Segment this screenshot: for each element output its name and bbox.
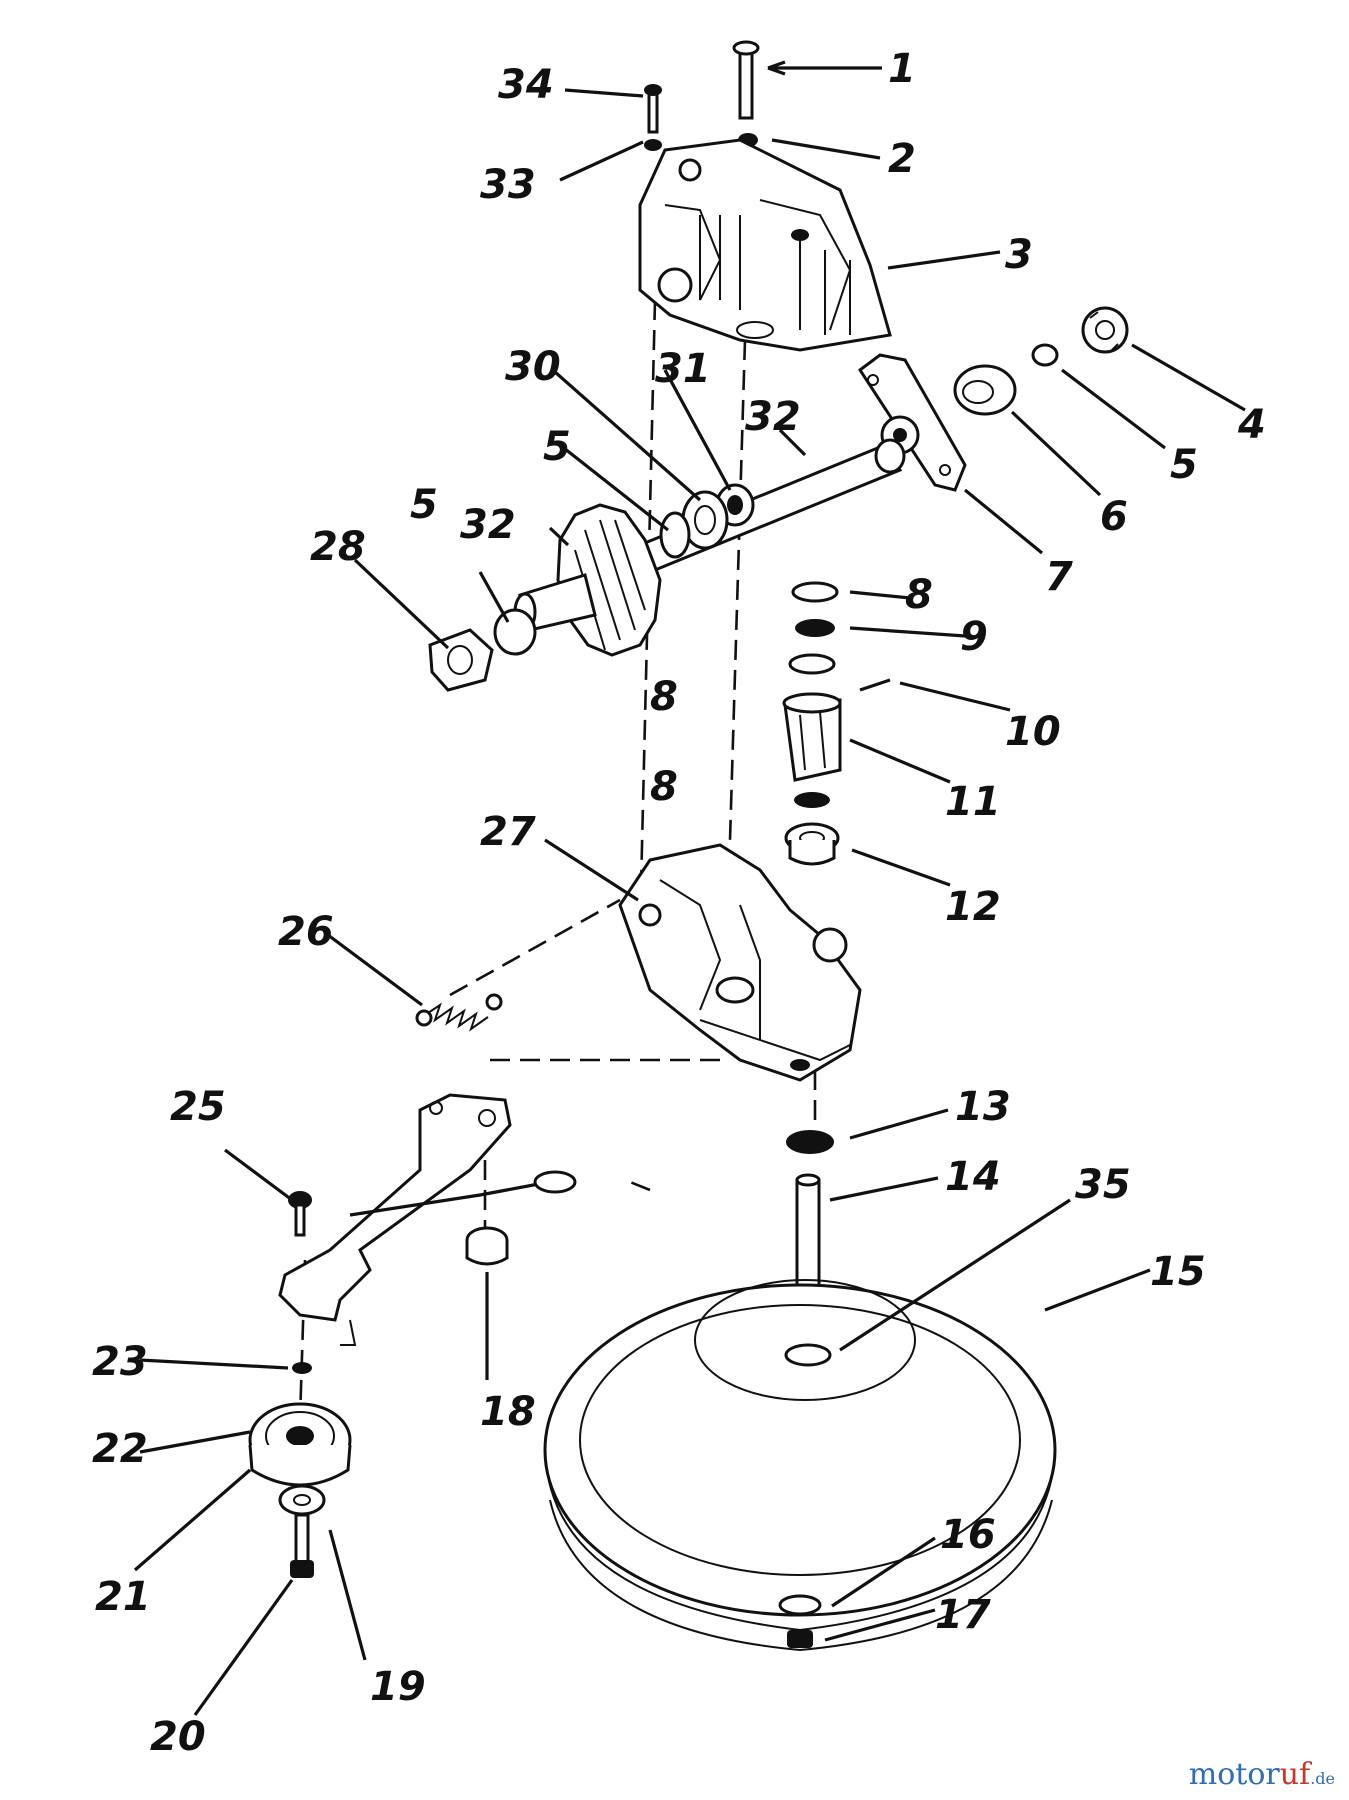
callout-30: 30: [505, 344, 561, 390]
callout-3: 3: [1005, 232, 1033, 278]
part-11-sleeve: [782, 692, 842, 782]
callout-23: 23: [92, 1339, 148, 1385]
leader-lines: [133, 60, 1246, 1716]
callout-8-middle: 8: [650, 674, 678, 720]
part-20-bolt: [290, 1513, 314, 1578]
callout-4: 4: [1237, 402, 1266, 448]
part-16-washer: [778, 1594, 822, 1616]
part-26-spring: [415, 993, 503, 1032]
callout-16: 16: [940, 1512, 996, 1558]
callout-35: 35: [1075, 1162, 1131, 1208]
part-5-washer-right: [1031, 343, 1059, 367]
callout-12: 12: [945, 884, 1001, 930]
part-9-spacer: [795, 619, 835, 637]
part-19-washer: [278, 1484, 326, 1516]
callout-5-left: 5: [410, 482, 438, 528]
callout-34: 34: [498, 62, 554, 108]
callout-5-mid: 5: [543, 424, 571, 470]
callout-26: 26: [278, 909, 334, 955]
part-7-mounting-plate: [857, 353, 967, 492]
watermark-tld: .de: [1310, 1769, 1335, 1788]
part-17-nut: [787, 1630, 813, 1648]
callout-10: 10: [1005, 709, 1061, 755]
part-18-spacer: [465, 1226, 509, 1266]
callout-11: 11: [945, 779, 1001, 825]
part-8-washer-top: [791, 581, 839, 603]
part-32-gear-wheel: [513, 503, 662, 657]
part-5-washer-left: [493, 608, 537, 656]
part-24-idler-arm: [278, 1093, 577, 1346]
callout-labels: 1 2 3 4 5 6 7 8 9 10 11 12 8 8 13 14 35 …: [92, 46, 1266, 1760]
callout-21: 21: [95, 1574, 151, 1620]
part-23-washer: [292, 1362, 312, 1374]
part-33-washer: [644, 139, 662, 151]
callout-8-top: 8: [905, 572, 933, 618]
part-34-screw: [644, 84, 662, 134]
callout-33: 33: [480, 162, 536, 208]
watermark-logo: motoruf.de: [1189, 1757, 1335, 1792]
callout-7: 7: [1045, 554, 1073, 600]
callout-5-right: 5: [1170, 442, 1198, 488]
part-1-bolt: [732, 40, 760, 120]
callout-6: 6: [1100, 494, 1128, 540]
callout-15: 15: [1150, 1249, 1206, 1295]
part-5-washer-mid: [659, 511, 691, 559]
callout-20: 20: [150, 1714, 206, 1760]
part-3-housing-cover: [638, 138, 892, 352]
callout-28: 28: [310, 524, 366, 570]
callout-14: 14: [945, 1154, 1001, 1200]
callout-22: 22: [92, 1426, 148, 1472]
callout-13: 13: [955, 1084, 1011, 1130]
part-27-gear-housing: [618, 843, 862, 1082]
callout-2: 2: [888, 136, 916, 182]
callout-19: 19: [370, 1664, 426, 1710]
part-10-pin: [859, 678, 891, 692]
callout-32-right: 32: [745, 394, 801, 440]
part-8-washer-middle: [788, 653, 836, 675]
callout-8-lower: 8: [650, 764, 678, 810]
callout-1: 1: [888, 46, 916, 92]
part-13-washer: [786, 1130, 834, 1154]
part-21-22-idler-pulley: [248, 1402, 352, 1487]
callout-27: 27: [480, 809, 536, 855]
watermark-brand-a: motor: [1188, 1757, 1280, 1792]
callout-25: 25: [170, 1084, 226, 1130]
callout-31: 31: [655, 346, 711, 392]
watermark-brand-b: uf: [1279, 1757, 1311, 1792]
part-6-bushing: [953, 364, 1017, 416]
alignment-lines: [298, 150, 817, 1590]
callout-18: 18: [480, 1389, 536, 1435]
callout-9: 9: [960, 614, 988, 660]
part-12-bushing: [784, 822, 840, 866]
callout-32-left: 32: [460, 502, 516, 548]
part-25-bolt: [288, 1191, 312, 1237]
part-4-nut: [1081, 306, 1129, 354]
callout-17: 17: [935, 1592, 991, 1638]
part-8-washer-lower: [794, 792, 830, 808]
